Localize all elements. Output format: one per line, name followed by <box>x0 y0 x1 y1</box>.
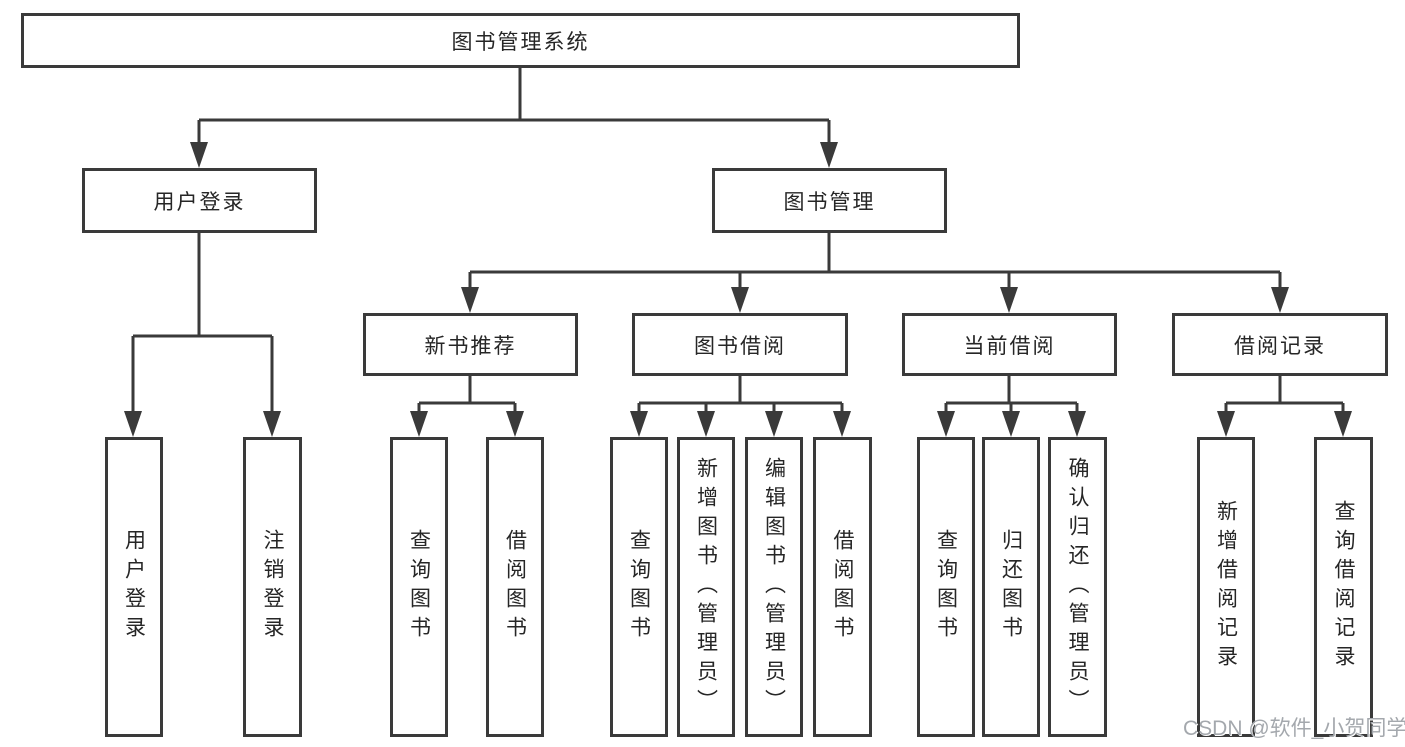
node-book-management-label: 图书管理 <box>783 190 876 214</box>
leaf-borrow-books-label: 借阅图书 <box>831 529 854 645</box>
leaf-query-borrow-record-label: 查询借阅记录 <box>1332 500 1355 674</box>
leaf-return-books-label: 归还图书 <box>999 529 1023 645</box>
leaf-add-borrow-record: 新增借阅记录 <box>1197 437 1255 737</box>
csdn-watermark: CSDN @软件_小贺同学 <box>1183 717 1405 740</box>
node-user-login-label: 用户登录 <box>153 190 246 214</box>
node-new-book-recommend-label: 新书推荐 <box>424 334 517 358</box>
leaf-query-books-recommend: 查询图书 <box>390 437 448 737</box>
leaf-add-borrow-record-label: 新增借阅记录 <box>1214 500 1238 674</box>
leaf-query-books-borrow: 查询图书 <box>610 437 668 737</box>
leaf-query-books-borrow-label: 查询图书 <box>627 529 651 645</box>
node-user-login: 用户登录 <box>82 168 317 233</box>
node-new-book-recommend: 新书推荐 <box>363 313 578 376</box>
node-book-borrowing: 图书借阅 <box>632 313 848 376</box>
node-library-system: 图书管理系统 <box>21 13 1020 68</box>
leaf-confirm-return-admin-label: 确认归还（管理员） <box>1066 456 1089 718</box>
leaf-borrow-books: 借阅图书 <box>813 437 872 737</box>
leaf-query-books-current-label: 查询图书 <box>934 529 958 645</box>
node-borrowing-records: 借阅记录 <box>1172 313 1388 376</box>
node-library-system-label: 图书管理系统 <box>451 30 590 54</box>
node-borrowing-records-label: 借阅记录 <box>1234 334 1326 358</box>
node-book-management: 图书管理 <box>712 168 947 233</box>
leaf-confirm-return-admin: 确认归还（管理员） <box>1048 437 1107 737</box>
leaf-logout: 注销登录 <box>243 437 302 737</box>
leaf-edit-books-admin-label: 编辑图书（管理员） <box>762 456 786 718</box>
leaf-user-login: 用户登录 <box>105 437 163 737</box>
leaf-query-books-current: 查询图书 <box>917 437 975 737</box>
leaf-logout-label: 注销登录 <box>261 529 284 645</box>
leaf-borrow-books-recommend: 借阅图书 <box>486 437 544 737</box>
leaf-query-borrow-record: 查询借阅记录 <box>1314 437 1373 737</box>
node-book-borrowing-label: 图书借阅 <box>694 334 786 358</box>
leaf-edit-books-admin: 编辑图书（管理员） <box>745 437 803 737</box>
leaf-return-books: 归还图书 <box>982 437 1040 737</box>
leaf-add-books-admin: 新增图书（管理员） <box>677 437 735 737</box>
node-current-borrowing-label: 当前借阅 <box>963 334 1056 358</box>
leaf-query-books-recommend-label: 查询图书 <box>407 529 431 645</box>
node-current-borrowing: 当前借阅 <box>902 313 1117 376</box>
leaf-user-login-label: 用户登录 <box>122 529 146 645</box>
leaf-borrow-books-recommend-label: 借阅图书 <box>503 529 527 645</box>
leaf-add-books-admin-label: 新增图书（管理员） <box>694 456 718 718</box>
